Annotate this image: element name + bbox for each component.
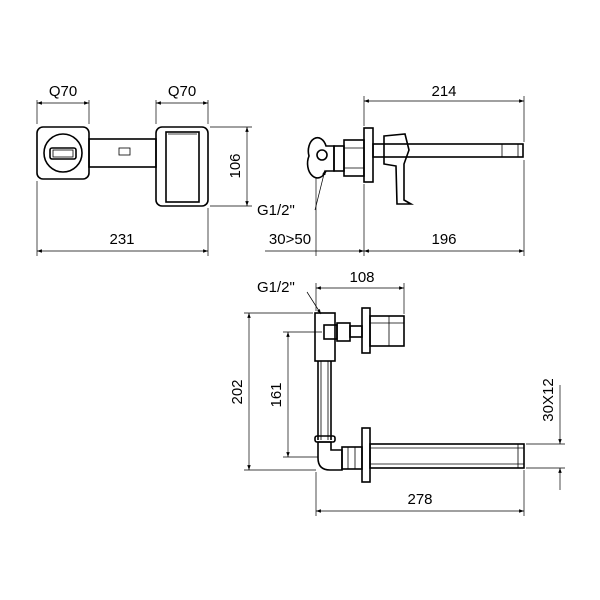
dim-108: 108 bbox=[315, 269, 405, 314]
dim-depth-projection: 30>50 196 bbox=[265, 160, 525, 256]
dim-q70-left: Q70 bbox=[36, 83, 90, 124]
thread-callout-top: G1/2" bbox=[257, 169, 326, 219]
dim-231: 231 bbox=[36, 181, 209, 256]
dim-label: 30X12 bbox=[540, 378, 557, 421]
wall-connector bbox=[306, 136, 365, 179]
dim-label: 108 bbox=[349, 269, 374, 286]
front-view: Q70 Q70 106 231 bbox=[36, 83, 252, 256]
dim-q70-right: Q70 bbox=[155, 83, 209, 124]
dim-label: 161 bbox=[268, 382, 285, 407]
dim-106: 106 bbox=[210, 126, 252, 207]
side-view: 214 G1/2" 30>50 196 bbox=[257, 83, 525, 256]
thread-callout-bottom: G1/2" bbox=[257, 279, 322, 315]
bottom-view: G1/2" 108 202 161 30X12 bbox=[229, 269, 565, 516]
dim-161: 161 bbox=[268, 331, 322, 458]
dim-30x12: 30X12 bbox=[526, 378, 565, 490]
dim-214: 214 bbox=[363, 83, 525, 142]
dim-278: 278 bbox=[315, 470, 525, 516]
dim-label: G1/2" bbox=[257, 202, 295, 219]
spout-arm bbox=[372, 143, 524, 158]
connecting-body bbox=[88, 138, 157, 168]
upper-valve-body bbox=[314, 307, 405, 362]
right-spout-plate bbox=[155, 126, 209, 207]
lever-handle bbox=[383, 133, 415, 205]
dim-label: 202 bbox=[229, 379, 246, 404]
dim-label: 196 bbox=[431, 231, 456, 248]
wall-plate bbox=[363, 127, 374, 183]
dim-label: Q70 bbox=[168, 83, 196, 100]
left-handle-plate bbox=[36, 126, 90, 180]
dim-label: 30>50 bbox=[269, 231, 311, 248]
lower-elbow-spout bbox=[317, 427, 525, 483]
dim-label: 214 bbox=[431, 83, 456, 100]
vertical-pipe bbox=[314, 361, 336, 443]
dim-202: 202 bbox=[229, 312, 316, 471]
dim-label: 106 bbox=[227, 153, 244, 178]
dim-label: 278 bbox=[407, 491, 432, 508]
dim-label: 231 bbox=[109, 231, 134, 248]
dim-label: Q70 bbox=[49, 83, 77, 100]
dim-label: G1/2" bbox=[257, 279, 295, 296]
